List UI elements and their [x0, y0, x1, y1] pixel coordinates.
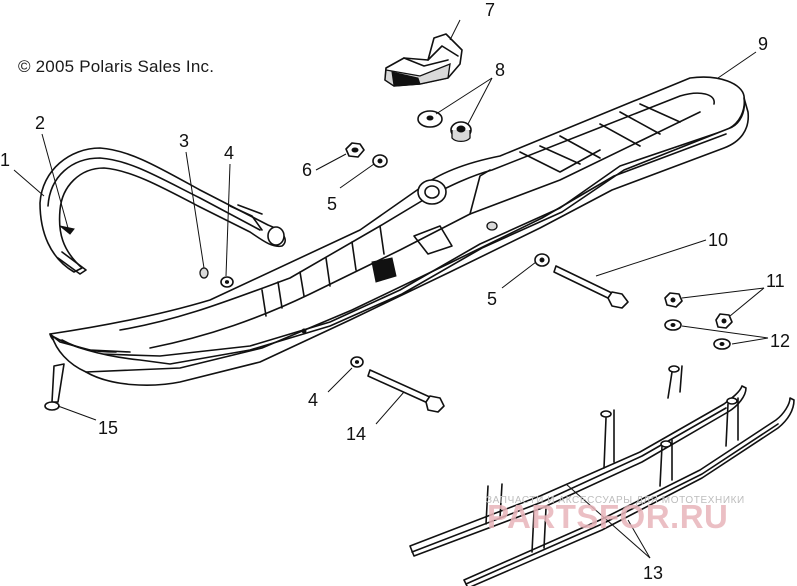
- part-7-saddle: [384, 33, 463, 87]
- callout-9: 9: [758, 34, 769, 54]
- part-5-washer-lower: [534, 253, 550, 267]
- callout-4-upper: 4: [224, 143, 235, 163]
- callout-11: 11: [766, 271, 785, 291]
- callout-12: 12: [770, 331, 791, 351]
- part-8-bushings: [417, 110, 472, 142]
- part-4-washer-lower: [350, 356, 364, 368]
- part-5-washer-upper: [372, 154, 388, 168]
- callout-14: 14: [346, 424, 367, 444]
- callout-8: 8: [495, 60, 506, 80]
- copyright-notice: © 2005 Polaris Sales Inc.: [18, 57, 215, 76]
- callout-2: 2: [35, 113, 46, 133]
- watermark-brand: PARTSFOR.RU: [487, 498, 729, 535]
- callout-7: 7: [485, 0, 496, 20]
- part-13-carbides: [409, 365, 795, 586]
- part-3-nut: [199, 267, 209, 279]
- part-11-nuts: [664, 292, 733, 329]
- watermark-tagline: ЗАПЧАСТИ И АКСЕССУАРЫ ДЛЯ МОТОТЕХНИКИ: [486, 495, 745, 506]
- callout-5-upper: 5: [327, 194, 338, 214]
- part-10-bolt: [553, 265, 629, 309]
- callout-4-lower: 4: [308, 390, 319, 410]
- part-15-rivet: [44, 363, 65, 411]
- callout-15: 15: [98, 418, 119, 438]
- callout-5-lower: 5: [487, 289, 498, 309]
- part-9-ski: [49, 76, 749, 386]
- callout-6: 6: [302, 160, 313, 180]
- part-12-washers: [664, 319, 731, 350]
- callout-3: 3: [179, 131, 190, 151]
- callout-10: 10: [708, 230, 729, 250]
- leader-lines: [13, 19, 769, 559]
- callout-1: 1: [0, 150, 11, 170]
- callout-13: 13: [643, 563, 664, 583]
- part-4-washer-upper: [220, 276, 234, 288]
- part-14-bolt: [367, 369, 445, 413]
- part-6-nut: [345, 142, 365, 158]
- part-1-ski-loop: [39, 147, 286, 275]
